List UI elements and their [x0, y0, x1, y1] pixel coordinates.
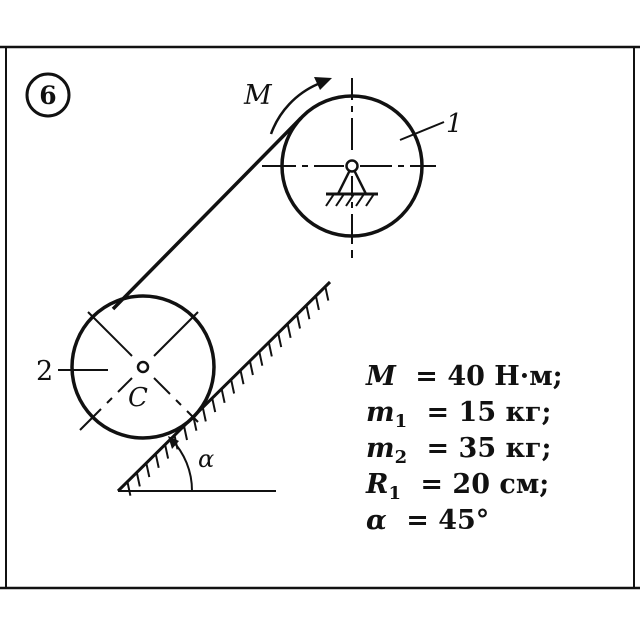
given-moment: M = 40 Н·м; [365, 361, 563, 392]
wheel-1 [262, 78, 436, 258]
wheel-1-leader [399, 121, 445, 141]
given-angle: α = 45° [366, 505, 489, 536]
hatch-mark [258, 351, 264, 366]
hatch-mark [296, 314, 301, 329]
moment-arrow [269, 77, 332, 135]
angle-label: α [198, 445, 214, 473]
given-radius-1: R1 = 20 см; [365, 469, 549, 506]
hatch-mark [248, 360, 254, 376]
hatch-mark [126, 481, 132, 496]
hatch-mark [267, 342, 273, 357]
hatch-mark [305, 304, 311, 320]
moment-label: M [243, 80, 273, 111]
hatch-mark [314, 295, 320, 311]
hatch-mark [286, 323, 292, 339]
hatch-mark [154, 453, 160, 469]
given-data: M = 40 Н·м; m1 = 15 кг; m2 = 35 кг; R1 =… [365, 361, 563, 536]
fixed-pin-support [325, 159, 378, 207]
hatch-mark [164, 444, 170, 459]
angle-marker [168, 436, 194, 492]
hatch-mark [211, 397, 217, 413]
wheel-2-label: 2 [36, 356, 53, 387]
hatch-mark [239, 369, 245, 385]
hatch-mark [201, 407, 207, 422]
hatch-mark [220, 388, 226, 404]
hatch-mark [183, 425, 188, 441]
hatch-mark [230, 379, 236, 394]
hatch-mark [192, 416, 198, 431]
problem-number: 6 [39, 81, 56, 110]
incline-hatching [126, 286, 330, 496]
hatch-mark [135, 472, 141, 487]
hatch-mark [145, 462, 151, 478]
given-mass-1: m1 = 15 кг; [366, 397, 552, 434]
center-label: C [128, 383, 148, 413]
inclined-plane [116, 280, 332, 493]
hatch-mark [277, 332, 283, 348]
wheel-1-label: 1 [446, 109, 463, 139]
given-mass-2: m2 = 35 кг; [366, 433, 552, 470]
hatch-mark [324, 286, 330, 301]
cable [111, 116, 303, 311]
problem-number-badge: 6 [25, 72, 71, 118]
